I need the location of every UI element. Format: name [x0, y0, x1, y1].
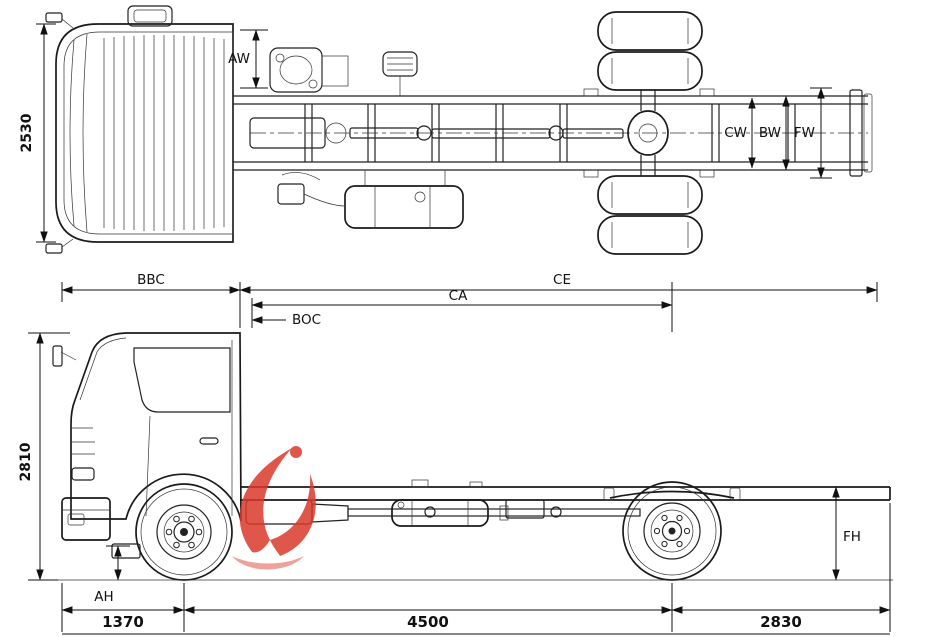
dim-ah-label: AH — [94, 589, 113, 605]
cab-roof-ribs — [103, 35, 225, 231]
rear-axle-tube — [640, 90, 656, 176]
battery-box — [505, 499, 545, 519]
leaf-spring — [609, 490, 735, 499]
dim-2530: 2530 — [19, 23, 56, 243]
spring-hangers — [583, 88, 715, 178]
dim-bw: BW — [759, 95, 790, 171]
dim-aw-label: AW — [228, 51, 250, 67]
side-view-frame — [240, 479, 891, 527]
dim-2810-label: 2810 — [18, 442, 34, 481]
dim-ah: AH — [94, 545, 130, 605]
side-mirror-icon — [52, 345, 77, 367]
front-wheel-bolts — [165, 515, 203, 549]
dim-bbc-label: BBC — [137, 272, 165, 288]
rear-wheel — [622, 481, 722, 581]
side-window — [133, 347, 231, 413]
dim-fh: FH — [832, 486, 861, 581]
dim-boc-label: BOC — [292, 312, 321, 328]
mirror-left-icon — [45, 12, 74, 29]
dim-rows-top: BBC CE CA BOC — [61, 272, 878, 332]
side-view: BBC CE CA BOC 2810 — [18, 272, 893, 635]
dim-2830-label: 2830 — [760, 613, 802, 631]
top-view-powertrain — [249, 47, 868, 176]
headlight — [71, 467, 95, 481]
front-wheel — [135, 483, 233, 581]
front-bumper — [61, 497, 111, 541]
dim-ce-label: CE — [553, 272, 571, 288]
dim-4500-label: 4500 — [407, 613, 449, 631]
dim-fw: FW — [794, 87, 832, 179]
door-handle — [199, 437, 219, 445]
dim-2810: 2810 — [18, 332, 70, 581]
top-view-fuel-tank — [277, 170, 464, 229]
top-view-rear-wheels — [597, 11, 703, 255]
dim-rows-bottom: 1370 4500 2830 — [61, 503, 891, 635]
dim-aw: AW — [228, 29, 268, 89]
dim-fw-label: FW — [794, 125, 815, 141]
fuel-tank-side — [391, 499, 489, 527]
rear-wheel-bolts — [653, 514, 691, 548]
roof-hatch — [127, 5, 173, 27]
dim-1370-label: 1370 — [102, 613, 144, 631]
dim-bw-label: BW — [759, 125, 781, 141]
dim-2530-label: 2530 — [19, 113, 35, 152]
side-view-cab — [52, 332, 242, 559]
differential — [627, 110, 669, 156]
dim-cw: CW — [724, 97, 756, 169]
watermark-logo — [232, 446, 316, 570]
top-view-cab — [45, 5, 234, 254]
top-view: 2530 AW CW BW FW — [19, 5, 873, 255]
mirror-right-icon — [45, 238, 74, 254]
dim-ca-label: CA — [449, 288, 468, 304]
driveshaft-side — [347, 508, 641, 517]
dim-fh-label: FH — [843, 529, 861, 545]
dim-cw-label: CW — [724, 125, 747, 141]
